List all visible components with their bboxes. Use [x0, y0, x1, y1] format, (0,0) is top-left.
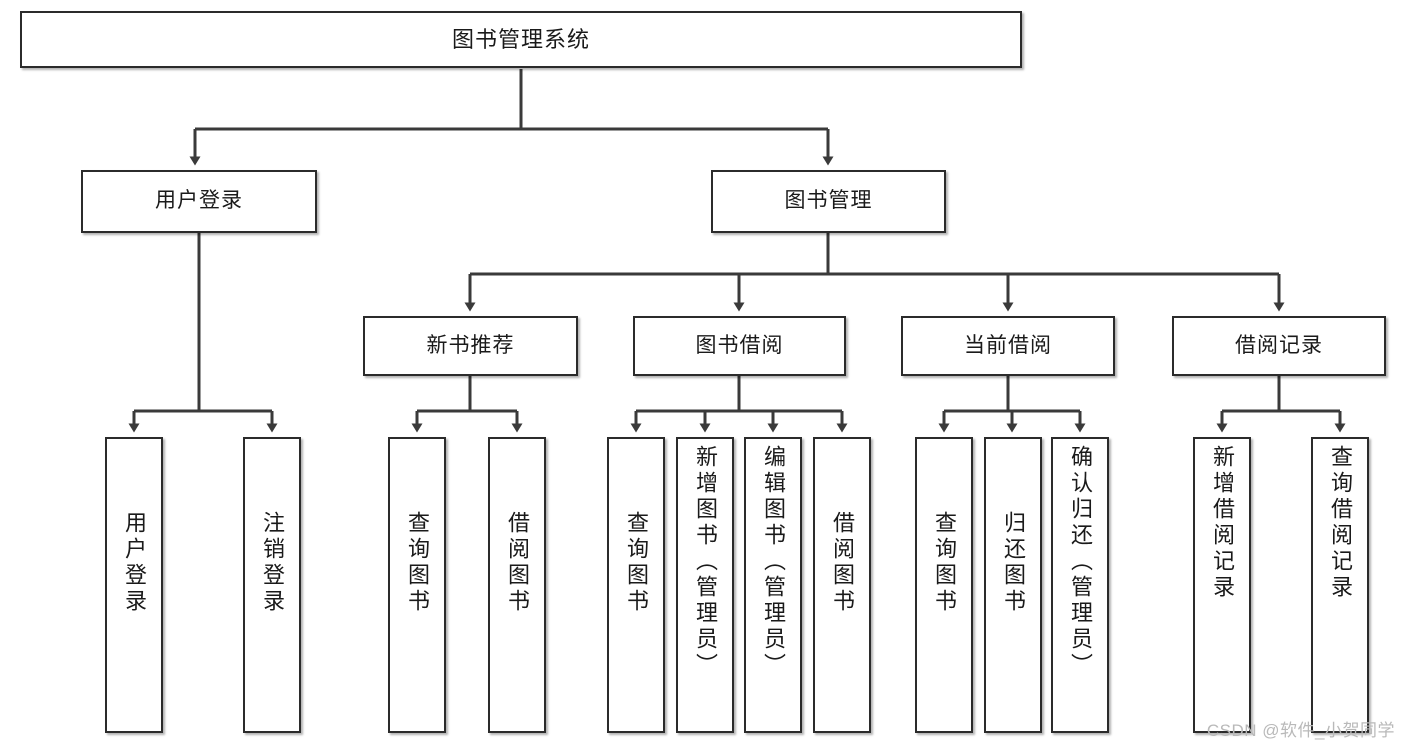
node-user-login[interactable]: 用户登录 — [81, 170, 317, 233]
node-new-book-recommend-label: 新书推荐 — [426, 333, 515, 357]
node-leaf-user-login-label: 用户登录 — [122, 511, 147, 615]
node-leaf-query-book-1-label: 查询图书 — [405, 511, 430, 615]
node-leaf-return-book[interactable]: 归还图书 — [984, 437, 1042, 733]
watermark: CSDN @软件_小贺同学 — [1206, 721, 1395, 740]
node-leaf-confirm-return-label: 确认归还（管理员） — [1068, 445, 1093, 679]
node-leaf-query-book-1[interactable]: 查询图书 — [388, 437, 446, 733]
node-leaf-query-book-2[interactable]: 查询图书 — [607, 437, 665, 733]
node-leaf-borrow-book-1[interactable]: 借阅图书 — [488, 437, 546, 733]
node-leaf-query-book-3[interactable]: 查询图书 — [915, 437, 973, 733]
node-leaf-confirm-return[interactable]: 确认归还（管理员） — [1051, 437, 1109, 733]
node-book-borrow-label: 图书借阅 — [695, 333, 784, 357]
node-leaf-add-record-label: 新增借阅记录 — [1210, 445, 1235, 601]
node-borrow-record-label: 借阅记录 — [1235, 333, 1323, 357]
node-leaf-borrow-book-1-label: 借阅图书 — [505, 511, 530, 615]
node-leaf-user-logout-label: 注销登录 — [260, 511, 285, 615]
node-root-label: 图书管理系统 — [451, 26, 590, 52]
node-leaf-add-book[interactable]: 新增图书（管理员） — [676, 437, 734, 733]
node-book-borrow[interactable]: 图书借阅 — [633, 316, 846, 376]
node-current-borrow-label: 当前借阅 — [964, 333, 1052, 357]
node-leaf-borrow-book-2[interactable]: 借阅图书 — [813, 437, 871, 733]
node-borrow-record[interactable]: 借阅记录 — [1172, 316, 1386, 376]
node-leaf-query-book-2-label: 查询图书 — [624, 511, 649, 615]
node-leaf-edit-book-label: 编辑图书（管理员） — [761, 445, 786, 679]
node-new-book-recommend[interactable]: 新书推荐 — [363, 316, 578, 376]
node-leaf-edit-book[interactable]: 编辑图书（管理员） — [744, 437, 802, 733]
node-user-login-label: 用户登录 — [155, 189, 243, 213]
node-current-borrow[interactable]: 当前借阅 — [901, 316, 1115, 376]
node-book-management-label: 图书管理 — [784, 189, 873, 213]
node-root[interactable]: 图书管理系统 — [20, 11, 1022, 68]
node-leaf-add-record[interactable]: 新增借阅记录 — [1193, 437, 1251, 733]
node-leaf-query-record[interactable]: 查询借阅记录 — [1311, 437, 1369, 733]
node-leaf-user-login[interactable]: 用户登录 — [105, 437, 163, 733]
node-leaf-add-book-label: 新增图书（管理员） — [693, 445, 718, 679]
node-leaf-return-book-label: 归还图书 — [1001, 511, 1026, 615]
node-leaf-query-book-3-label: 查询图书 — [932, 511, 957, 615]
node-leaf-user-logout[interactable]: 注销登录 — [243, 437, 301, 733]
node-book-management[interactable]: 图书管理 — [711, 170, 946, 233]
node-leaf-borrow-book-2-label: 借阅图书 — [830, 511, 855, 615]
node-leaf-query-record-label: 查询借阅记录 — [1328, 445, 1353, 601]
